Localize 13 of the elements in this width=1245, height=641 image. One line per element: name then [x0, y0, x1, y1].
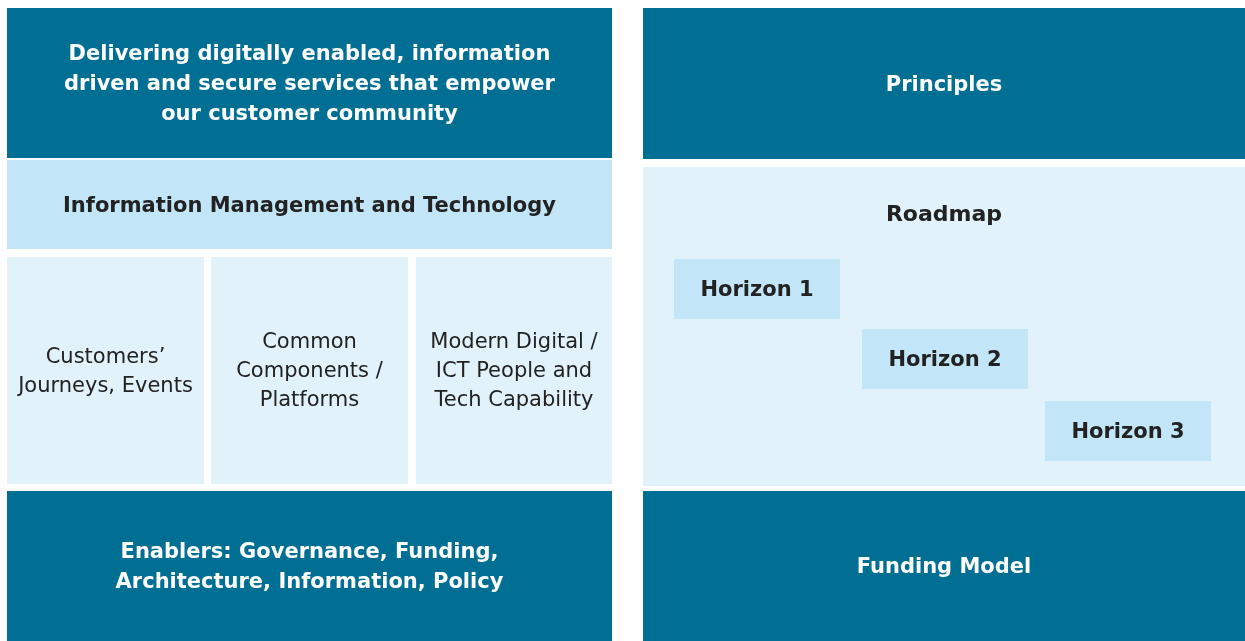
- panel-heading: Roadmap: [884, 201, 1004, 226]
- pillar-box: Customers’ Journeys, Events: [7, 257, 204, 484]
- section-header: Information Management and Technology: [7, 160, 612, 249]
- pillar-box: Modern Digital / ICT People and Tech Capability: [416, 257, 612, 484]
- mission-banner: Delivering digitally enabled, information driven and secure services that empower our customer community: [7, 8, 612, 158]
- enablers-banner: Enablers: Governance, Funding, Architecture, Information, Policy: [7, 491, 612, 641]
- horizon-box: Horizon 2: [862, 329, 1028, 389]
- principles-banner: Principles: [643, 8, 1245, 159]
- horizon-box: Horizon 3: [1045, 401, 1211, 461]
- pillar-box: Common Components / Platforms: [211, 257, 408, 484]
- funding-banner: Funding Model: [643, 491, 1245, 641]
- roadmap-panel: [643, 167, 1245, 486]
- horizon-box: Horizon 1: [674, 259, 840, 319]
